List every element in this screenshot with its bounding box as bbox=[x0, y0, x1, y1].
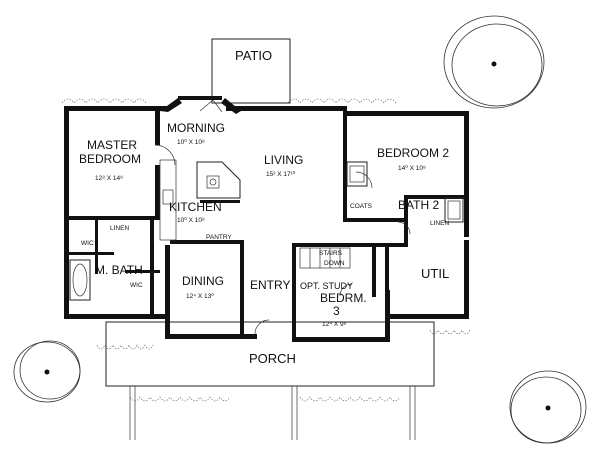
patio-slab bbox=[211, 38, 291, 104]
exterior-walls bbox=[64, 96, 469, 342]
stairs bbox=[299, 247, 351, 269]
tree-bottom-left bbox=[13, 340, 81, 403]
kitchen-counter bbox=[159, 159, 177, 241]
label-kitchen-dims: 10⁰ X 10⁸ bbox=[177, 216, 205, 224]
kitchen-island bbox=[196, 161, 241, 199]
bath2-tub bbox=[444, 197, 464, 223]
bathtub bbox=[69, 259, 91, 301]
label-stairs-2: DOWN bbox=[324, 260, 345, 267]
label-morning-dims: 10⁰ X 10⁸ bbox=[177, 138, 205, 146]
label-living-dims: 15² X 17¹⁰ bbox=[266, 170, 296, 178]
label-bedroom2-dims: 14⁰ X 10⁸ bbox=[398, 164, 426, 172]
label-morning: MORNING bbox=[167, 121, 225, 135]
label-patio: PATIO bbox=[235, 48, 272, 63]
interior-walls bbox=[64, 111, 469, 339]
label-util: UTIL bbox=[421, 266, 449, 281]
label-kitchen: KITCHEN bbox=[169, 200, 222, 214]
label-bedroom2: BEDROOM 2 bbox=[377, 146, 449, 160]
doors bbox=[154, 99, 411, 335]
label-linen-right: LINEN bbox=[430, 220, 449, 227]
label-wic-right: WIC bbox=[130, 282, 143, 289]
label-dining: DINING bbox=[182, 274, 224, 288]
label-mbath: M. BATH bbox=[95, 263, 143, 277]
label-bath2: BATH 2 bbox=[398, 198, 439, 212]
label-study-2: BEDRM. bbox=[320, 291, 367, 305]
label-dining-dims: 12⁴ X 13⁰ bbox=[186, 292, 214, 300]
label-master-1: MASTER bbox=[87, 138, 137, 152]
label-master-dims: 12⁸ X 14⁸ bbox=[95, 175, 123, 182]
label-stairs-1: STAIRS bbox=[319, 250, 343, 257]
tree-top-right bbox=[443, 15, 545, 109]
label-entry: ENTRY bbox=[250, 278, 290, 292]
label-living: LIVING bbox=[264, 153, 303, 167]
label-porch: PORCH bbox=[249, 351, 296, 366]
label-study-dims: 12⁴ X 9⁸ bbox=[322, 321, 347, 328]
label-wic-left: WIC bbox=[81, 240, 94, 247]
label-master-2: BEDROOM bbox=[79, 152, 141, 166]
label-linen-upper: LINEN bbox=[110, 225, 129, 232]
porch-outline bbox=[105, 321, 435, 440]
label-coats: COATS bbox=[350, 203, 373, 210]
tree-bottom-right bbox=[509, 370, 587, 444]
label-pantry: PANTRY bbox=[206, 234, 232, 241]
label-study-3: 3 bbox=[333, 304, 340, 318]
label-study-1: OPT. STUDY bbox=[300, 281, 353, 291]
